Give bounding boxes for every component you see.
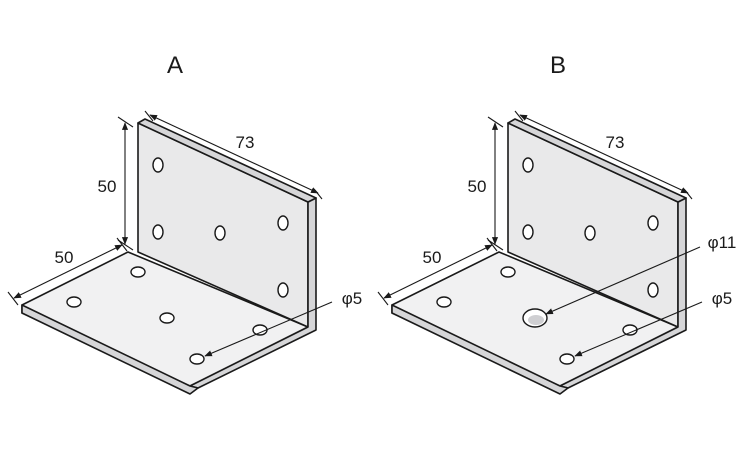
bracket-a-hole-leader: φ5 [204,289,362,357]
hole [152,157,164,173]
hole [647,282,659,298]
hole [189,353,205,365]
bracket-b-width-dimension: 50 [377,237,498,306]
hole [277,215,289,231]
figure-b-title: B [550,52,566,79]
hole-diameter-label: φ5 [342,289,362,308]
bracket-b-front-edge [391,304,569,395]
bracket-a: A 50 [7,52,362,395]
dimension-label: 50 [98,177,117,196]
bracket-b-length-dimension: 73 [514,110,693,200]
hole [214,225,226,241]
hole [277,282,289,298]
hole [584,225,596,241]
bracket-a-width-dimension: 50 [7,237,128,306]
dimension-label: 50 [55,248,74,267]
hole [436,296,452,308]
hole-diameter-label: φ11 [708,233,737,252]
bracket-a-height-dimension: 50 [98,116,134,251]
hole [500,266,516,278]
dimension-label: 73 [236,133,255,152]
dimension-label: 73 [606,133,625,152]
hole [647,215,659,231]
bracket-b-large-hole-leader: φ11 [545,233,737,315]
hole [130,266,146,278]
hole [522,157,534,173]
dimension-label: 50 [423,248,442,267]
bracket-b-hole-leader: φ5 [574,289,732,357]
hole [152,224,164,240]
bracket-b-height-dimension: 50 [468,116,504,251]
bracket-a-base-holes [66,266,268,365]
bracket-a-length-dimension: 73 [144,110,323,200]
hole [559,353,575,365]
hole-diameter-label: φ5 [712,289,732,308]
hole [522,224,534,240]
dimension-label: 50 [468,177,487,196]
bracket-a-front-edge [21,304,199,395]
hole [159,312,175,324]
bracket-b: B 50 5 [377,52,737,395]
figure-a-title: A [167,52,183,79]
hole [66,296,82,308]
